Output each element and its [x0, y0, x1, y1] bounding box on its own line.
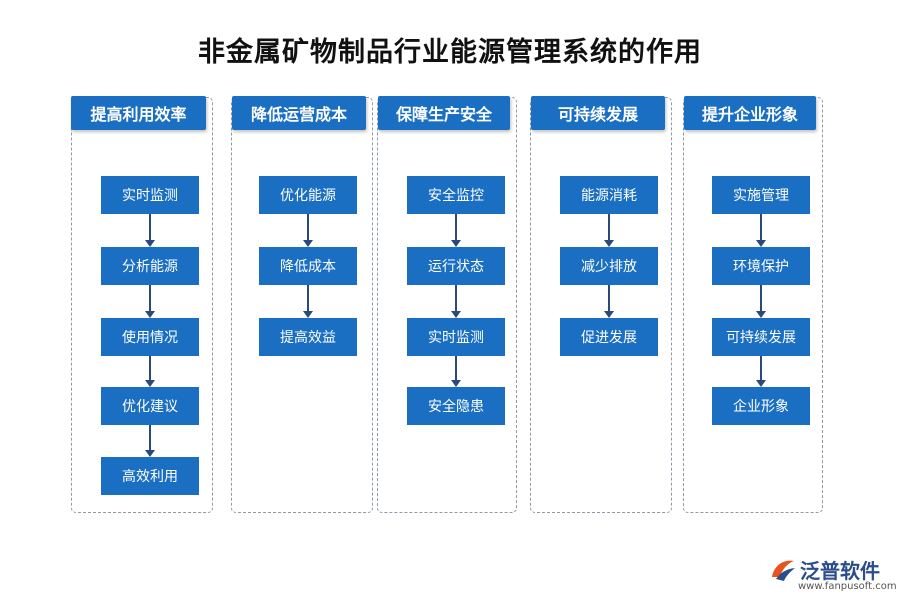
flow-arrow [144, 285, 156, 318]
flow-node: 运行状态 [407, 247, 505, 285]
flow-node: 高效利用 [101, 457, 199, 495]
flow-arrow [144, 356, 156, 387]
flow-arrow [144, 214, 156, 247]
flow-arrow [450, 214, 462, 247]
flow-node: 优化建议 [101, 387, 199, 425]
column-header: 提升企业形象 [684, 96, 816, 130]
logo-url: www.fanpusoft.com [798, 581, 897, 592]
flow-node: 提高效益 [259, 318, 357, 356]
column-border [71, 97, 213, 513]
flow-arrow [302, 214, 314, 247]
flow-node: 可持续发展 [712, 318, 810, 356]
flow-node: 能源消耗 [560, 176, 658, 214]
flow-arrow [755, 214, 767, 247]
column-border [530, 97, 672, 513]
flow-node: 实施管理 [712, 176, 810, 214]
flow-arrow [603, 214, 615, 247]
column-header: 降低运营成本 [232, 96, 366, 130]
flow-arrow [755, 285, 767, 318]
flow-node: 实时监测 [407, 318, 505, 356]
logo-icon [772, 560, 795, 581]
flow-node: 安全隐患 [407, 387, 505, 425]
flow-node: 使用情况 [101, 318, 199, 356]
column-header: 可持续发展 [531, 96, 665, 130]
column-header: 保障生产安全 [378, 96, 510, 130]
flow-arrow [302, 285, 314, 318]
flow-node: 企业形象 [712, 387, 810, 425]
flow-node: 降低成本 [259, 247, 357, 285]
brand-logo: 泛普软件 www.fanpusoft.com [768, 553, 898, 597]
column-border [377, 97, 517, 513]
page-title: 非金属矿物制品行业能源管理系统的作用 [198, 37, 702, 68]
flow-node: 优化能源 [259, 176, 357, 214]
flow-node: 减少排放 [560, 247, 658, 285]
flow-arrow [603, 285, 615, 318]
column-header: 提高利用效率 [71, 96, 206, 130]
flow-arrow [450, 285, 462, 318]
flow-node: 分析能源 [101, 247, 199, 285]
logo-name: 泛普软件 [800, 559, 880, 583]
flow-node: 环境保护 [712, 247, 810, 285]
column-border [683, 97, 823, 513]
flow-node: 实时监测 [101, 176, 199, 214]
flow-arrow [144, 425, 156, 457]
flow-arrow [450, 356, 462, 387]
flow-node: 促进发展 [560, 318, 658, 356]
flow-arrow [755, 356, 767, 387]
flow-node: 安全监控 [407, 176, 505, 214]
